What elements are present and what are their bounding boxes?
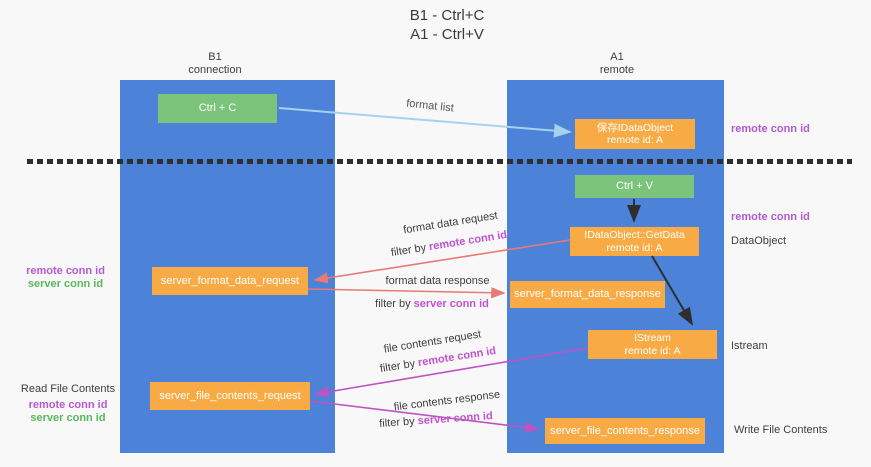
istream-line1: IStream: [634, 332, 671, 344]
remote-conn-id-text: remote conn id: [428, 228, 508, 254]
dashed-separator: [27, 159, 852, 164]
format-data-response-arrow: [307, 287, 506, 299]
istream-line2: remote id: A: [624, 344, 681, 357]
write-file-contents-label: Write File Contents: [734, 424, 827, 437]
ctrl-c-box: Ctrl + C: [158, 94, 277, 123]
right-remote-conn-id-label-top: remote conn id: [731, 123, 810, 136]
left-server-conn-id-label-2: server conn id: [30, 412, 106, 424]
server-format-data-response-box: server_format_data_response: [510, 281, 665, 308]
dataobject-label: DataObject: [731, 235, 786, 248]
left-remote-conn-id-label-2: remote conn id: [28, 399, 108, 411]
title-line-2: A1 - Ctrl+V: [410, 26, 484, 43]
filter-by-text: filter by: [375, 298, 414, 310]
save-idataobject-box: 保存IDataObject remote id: A: [575, 119, 695, 149]
left-server-conn-id-label: server conn id: [27, 278, 104, 290]
filter-by-server-conn-id-label-1: filter by server conn id: [368, 298, 496, 310]
right-column-header: A1 remote: [557, 51, 677, 77]
right-remote-conn-id-text-top: remote conn id: [731, 123, 810, 135]
istream-box: IStream remote id: A: [588, 330, 717, 359]
right-remote-conn-id-label-mid: remote conn id: [731, 211, 810, 224]
filter-by-text: filter by: [390, 241, 431, 260]
idataobject-getdata-box: IDataObject::GetData remote id: A: [570, 227, 699, 256]
left-column-subtitle: connection: [188, 64, 242, 76]
server-file-contents-request-box: server_file_contents_request: [150, 382, 310, 410]
save-idataobject-line2: remote id: A: [606, 134, 664, 146]
format-data-response-label: format data response: [380, 275, 495, 287]
istream-side-label: Istream: [731, 340, 768, 353]
left-remote-conn-id-label: remote conn id: [26, 265, 105, 277]
diagram-title: B1 - Ctrl+C A1 - Ctrl+V: [322, 6, 572, 44]
read-file-contents-label: Read File Contents: [18, 383, 118, 396]
dataobject-text: DataObject: [731, 235, 787, 247]
istream-side-text: Istream: [731, 340, 768, 352]
ctrl-v-box: Ctrl + V: [575, 175, 694, 198]
left-column-name: B1: [208, 51, 222, 63]
left-conn-id-labels-top: remote conn id server conn id: [18, 265, 113, 291]
filter-by-text: filter by: [379, 357, 420, 376]
server-file-contents-response-box: server_file_contents_response: [545, 418, 705, 444]
left-conn-id-labels-bottom: remote conn id server conn id: [18, 399, 118, 425]
getdata-line2: remote id: A: [606, 241, 663, 254]
server-format-data-response-label: server_format_data_response: [514, 288, 661, 300]
filter-by-text: filter by: [378, 415, 419, 430]
title-line-1: B1 - Ctrl+C: [409, 7, 485, 24]
format-data-response-text: format data response: [385, 275, 490, 287]
right-remote-conn-id-text-mid: remote conn id: [731, 211, 810, 223]
format-list-text: format list: [405, 97, 455, 115]
format-list-label: format list: [375, 94, 486, 117]
ctrl-c-label: Ctrl + C: [198, 102, 237, 114]
server-conn-id-text: server conn id: [417, 410, 494, 428]
server-file-contents-response-label: server_file_contents_response: [550, 424, 700, 437]
server-conn-id-text: server conn id: [413, 298, 489, 310]
write-file-contents-text: Write File Contents: [734, 424, 828, 436]
server-format-data-request-label: server_format_data_request: [160, 274, 300, 287]
server-file-contents-request-label: server_file_contents_request: [159, 389, 301, 402]
read-file-contents-text: Read File Contents: [20, 383, 116, 395]
save-idataobject-line1: 保存IDataObject: [596, 121, 674, 134]
left-column-header: B1 connection: [155, 51, 275, 77]
right-column-name: A1: [610, 51, 624, 63]
getdata-line1: IDataObject::GetData: [584, 229, 685, 241]
ctrl-v-label: Ctrl + V: [616, 180, 653, 192]
server-format-data-request-box: server_format_data_request: [152, 267, 308, 295]
right-column-subtitle: remote: [599, 64, 635, 76]
